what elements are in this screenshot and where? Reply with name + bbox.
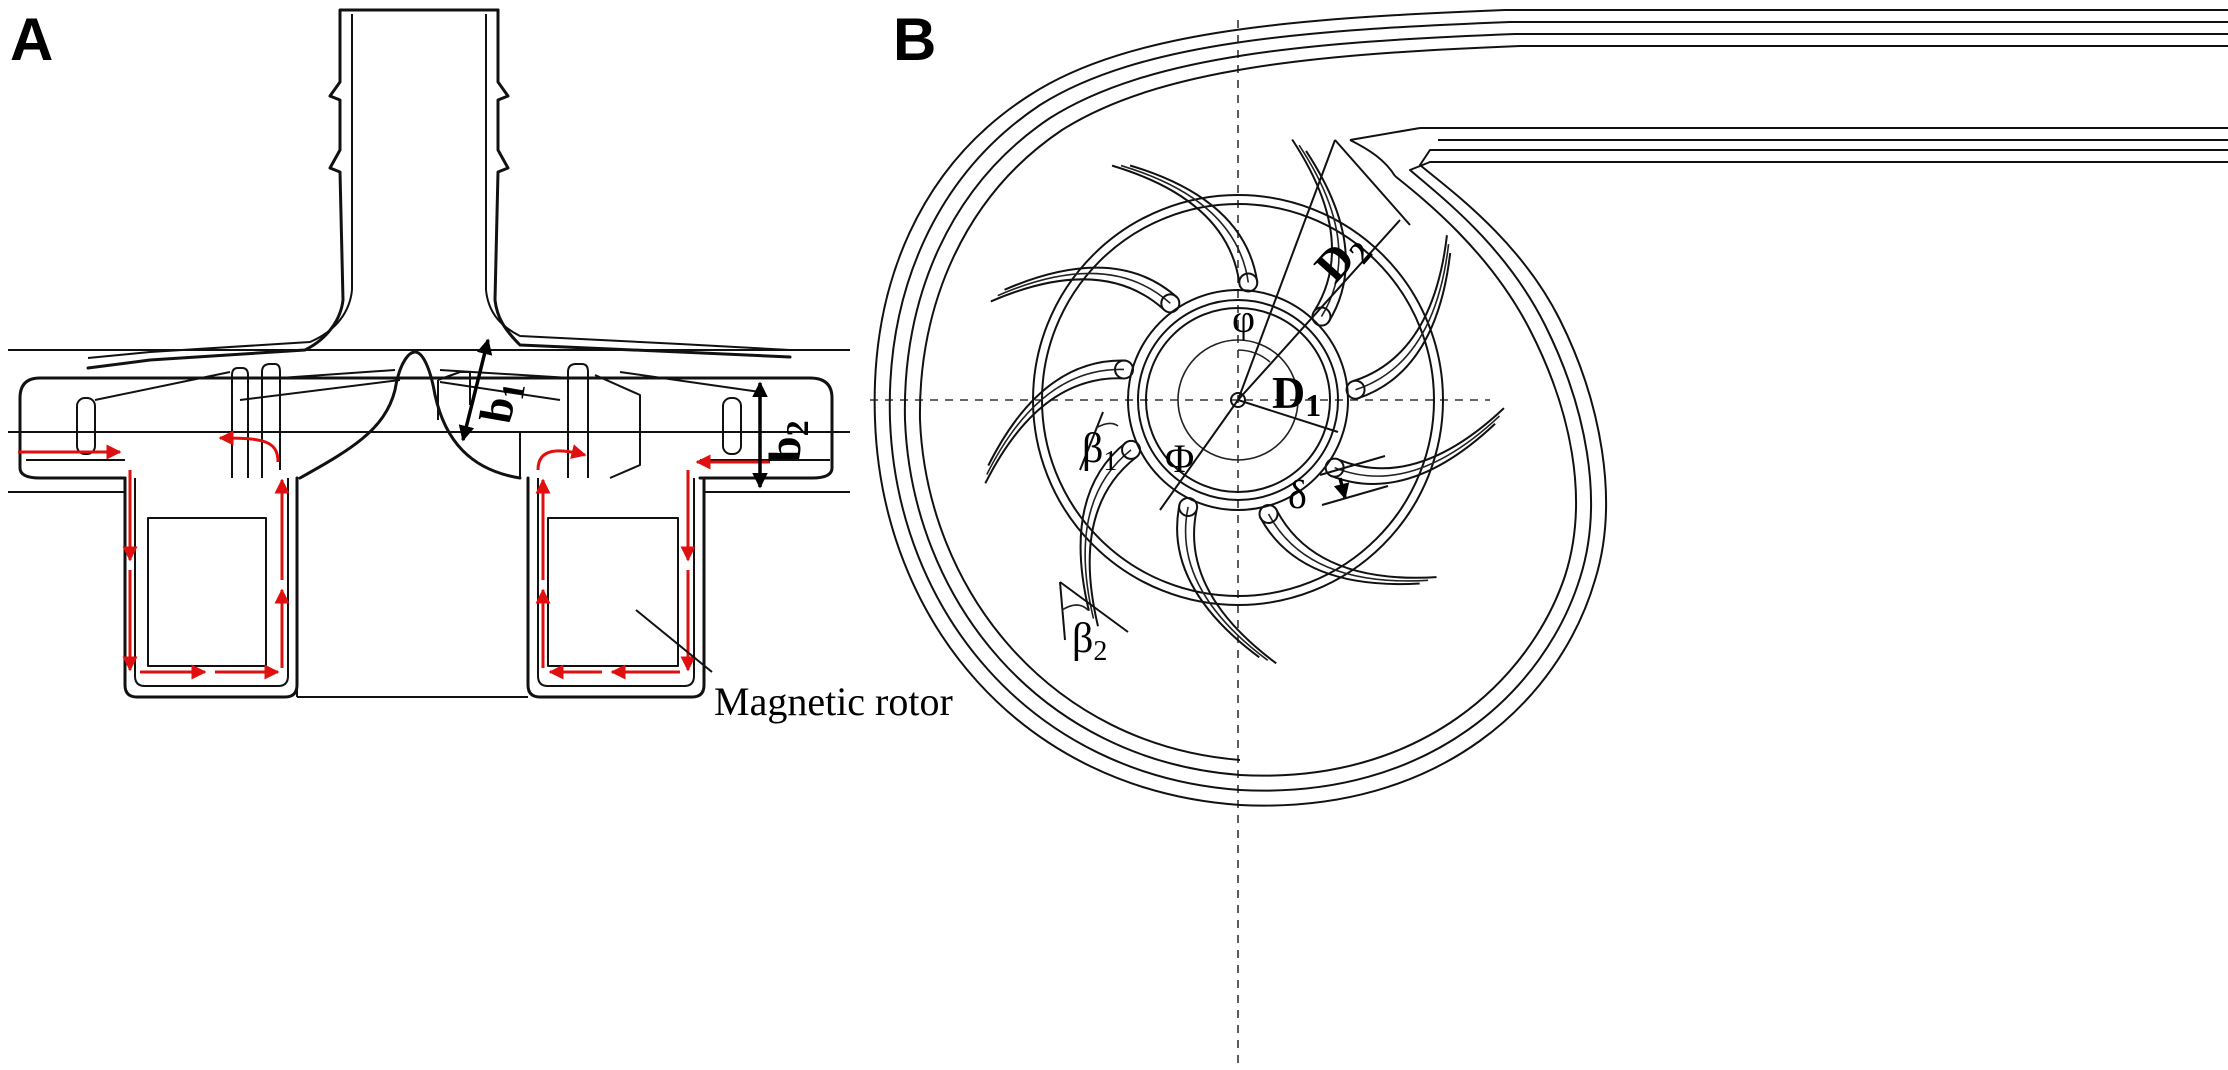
- blade-1-edge-2: [1120, 164, 1250, 283]
- blade-5-edge-2: [1267, 513, 1429, 582]
- blade-2-edge-3: [1305, 150, 1347, 323]
- blade-8-tip: [1114, 359, 1135, 380]
- beta1-angle: β1: [1079, 411, 1119, 477]
- blade-2-edge-1: [1291, 138, 1333, 312]
- blade-1-edge-1: [1111, 164, 1241, 283]
- blade-4-edge-3: [1329, 423, 1496, 485]
- volute-casing: [873, 9, 2228, 807]
- blade-6-edge-2: [1184, 506, 1269, 661]
- blade-2-edge-2: [1298, 144, 1340, 317]
- blade-7-tip: [1121, 439, 1142, 460]
- impeller-blades: [984, 138, 1505, 665]
- blade-3-edge-3: [1356, 252, 1452, 400]
- blade-5-tip: [1258, 503, 1279, 524]
- beta2-angle: β2: [1059, 581, 1129, 667]
- impeller-body: [18, 350, 834, 480]
- magnetic-rotor-callout: Magnetic rotor: [635, 609, 953, 724]
- blade-1-tip: [1238, 272, 1259, 293]
- blade-3-edge-1: [1353, 235, 1448, 382]
- blade-4-edge-2: [1334, 415, 1501, 477]
- panel-a-label: A: [10, 6, 53, 73]
- b1-label: b1: [470, 377, 532, 428]
- blade-3-edge-2: [1355, 244, 1450, 391]
- phi-small-angle: φ: [1232, 296, 1271, 363]
- center-lines: [870, 20, 1490, 1065]
- b2-label: b2: [759, 420, 815, 462]
- blade-8-edge-1: [984, 377, 1123, 484]
- blade-9-tip: [1160, 293, 1181, 314]
- magnetic-rotor-label: Magnetic rotor: [714, 679, 953, 724]
- blade-6-tip: [1178, 496, 1199, 517]
- blade-9-edge-2: [997, 272, 1171, 304]
- blade-9-edge-1: [990, 278, 1165, 310]
- beta2-label: β2: [1072, 616, 1107, 667]
- delta-label: δ: [1288, 472, 1307, 517]
- blade-6-edge-3: [1176, 503, 1260, 659]
- blade-5-edge-3: [1259, 516, 1420, 586]
- blade-7-edge-2: [1084, 449, 1132, 619]
- blade-8-edge-2: [986, 368, 1125, 475]
- D1-dimension: D1: [1237, 367, 1339, 433]
- phi-big-label: Φ: [1165, 436, 1194, 481]
- beta1-label: β1: [1082, 426, 1117, 477]
- delta-dimension: δ: [1288, 455, 1389, 517]
- pump-casing: [8, 349, 850, 493]
- rotor-cups: [123, 476, 706, 699]
- panel-b-label: B: [893, 6, 936, 73]
- blade-3-tip: [1345, 379, 1366, 400]
- panel-b: B: [870, 6, 2228, 1065]
- blade-5-edge-1: [1276, 510, 1437, 579]
- phi-big-dimension: Φ: [1159, 399, 1239, 511]
- blade-9-edge-3: [1004, 266, 1178, 299]
- b1-dimension: b1: [458, 338, 532, 442]
- inlet-tube: [86, 8, 792, 370]
- blade-7-edge-1: [1088, 456, 1137, 627]
- flow-arrows: [18, 430, 770, 680]
- blade-4-edge-1: [1338, 407, 1505, 470]
- blade-1-edge-3: [1129, 164, 1259, 283]
- panel-a: A: [8, 6, 953, 724]
- blade-8-edge-3: [987, 359, 1126, 467]
- phi-small-label: φ: [1232, 296, 1255, 341]
- D1-label: D1: [1272, 367, 1321, 423]
- blade-7-edge-3: [1079, 441, 1128, 611]
- blade-6-edge-1: [1193, 509, 1277, 665]
- b2-dimension: b2: [752, 381, 815, 489]
